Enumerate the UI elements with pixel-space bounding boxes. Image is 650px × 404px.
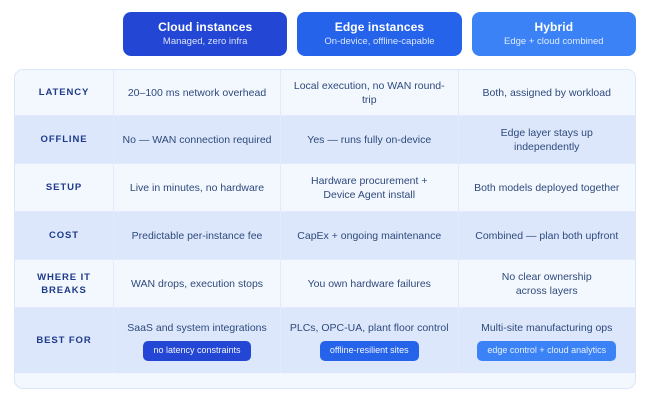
row-label-offline: Offline bbox=[15, 116, 114, 163]
cell-cost-edge: CapEx + ongoing maintenance bbox=[281, 212, 459, 259]
table-row: Best for SaaS and system integrations no… bbox=[15, 308, 635, 373]
cell-where-it-breaks-hybrid: No clear ownership across layers bbox=[501, 270, 592, 297]
cell-best-for-edge: PLCs, OPC-UA, plant floor control offlin… bbox=[281, 308, 459, 373]
header-card-title: Hybrid bbox=[534, 20, 574, 34]
table-row: Setup Live in minutes, no hardware Hardw… bbox=[15, 164, 635, 212]
header-card-title: Cloud instances bbox=[158, 20, 253, 34]
table-row: Offline No — WAN connection required Yes… bbox=[15, 116, 635, 164]
row-label-best-for: Best for bbox=[15, 308, 114, 373]
header-label-spacer bbox=[14, 12, 113, 56]
table-row: Where it breaks WAN drops, execution sto… bbox=[15, 260, 635, 308]
cell-best-for-edge-text: PLCs, OPC-UA, plant floor control bbox=[289, 321, 449, 334]
header-card-subtitle: Edge + cloud combined bbox=[504, 36, 604, 47]
cell-best-for-hybrid-text: Multi-site manufacturing ops bbox=[481, 321, 613, 334]
cell-cost-hybrid: Combined — plan both upfront bbox=[475, 229, 619, 242]
cell-latency-hybrid: Both, assigned by workload bbox=[482, 86, 611, 99]
row-label-latency: Latency bbox=[15, 70, 114, 115]
cell-latency-cloud: 20–100 ms network overhead bbox=[114, 70, 281, 115]
comparison-table: Latency 20–100 ms network overhead Local… bbox=[14, 69, 636, 389]
badge-edge-control-cloud-analytics[interactable]: edge control + cloud analytics bbox=[477, 340, 617, 361]
cell-where-it-breaks-edge: You own hardware failures bbox=[281, 260, 459, 307]
header-card-title: Edge instances bbox=[334, 20, 425, 34]
cell-setup-cloud: Live in minutes, no hardware bbox=[114, 164, 281, 211]
table-row: Cost Predictable per-instance fee CapEx … bbox=[15, 212, 635, 260]
header-card-edge-instances[interactable]: Edge instances On-device, offline-capabl… bbox=[297, 12, 462, 56]
badge-offline-resilient-sites[interactable]: offline-resilient sites bbox=[319, 340, 419, 361]
header-card-hybrid[interactable]: Hybrid Edge + cloud combined bbox=[471, 12, 636, 56]
cell-offline-edge: Yes — runs fully on-device bbox=[281, 116, 459, 163]
cell-offline-hybrid: Edge layer stays up independently bbox=[500, 126, 593, 153]
cell-best-for-cloud-text: SaaS and system integrations bbox=[127, 321, 267, 334]
cell-best-for-cloud: SaaS and system integrations no latency … bbox=[114, 308, 281, 373]
cell-best-for-hybrid: Multi-site manufacturing ops edge contro… bbox=[459, 308, 636, 373]
header-card-cloud-instances[interactable]: Cloud instances Managed, zero infra bbox=[123, 12, 288, 56]
row-label-setup: Setup bbox=[15, 164, 114, 211]
cell-setup-hybrid: Both models deployed together bbox=[474, 181, 620, 194]
cell-setup-edge: Hardware procurement + Device Agent inst… bbox=[281, 164, 459, 211]
badge-no-latency-constraints[interactable]: no latency constraints bbox=[143, 340, 251, 361]
cell-where-it-breaks-cloud: WAN drops, execution stops bbox=[114, 260, 281, 307]
table-row: Latency 20–100 ms network overhead Local… bbox=[15, 70, 635, 116]
cell-offline-cloud: No — WAN connection required bbox=[114, 116, 281, 163]
header-card-subtitle: On-device, offline-capable bbox=[324, 36, 435, 47]
cell-latency-edge: Local execution, no WAN round-trip bbox=[281, 70, 459, 115]
cell-cost-cloud: Predictable per-instance fee bbox=[114, 212, 281, 259]
comparison-header-row: Cloud instances Managed, zero infra Edge… bbox=[14, 12, 636, 56]
row-label-where-it-breaks: Where it breaks bbox=[15, 260, 114, 307]
header-card-subtitle: Managed, zero infra bbox=[162, 36, 248, 47]
row-label-cost: Cost bbox=[15, 212, 114, 259]
